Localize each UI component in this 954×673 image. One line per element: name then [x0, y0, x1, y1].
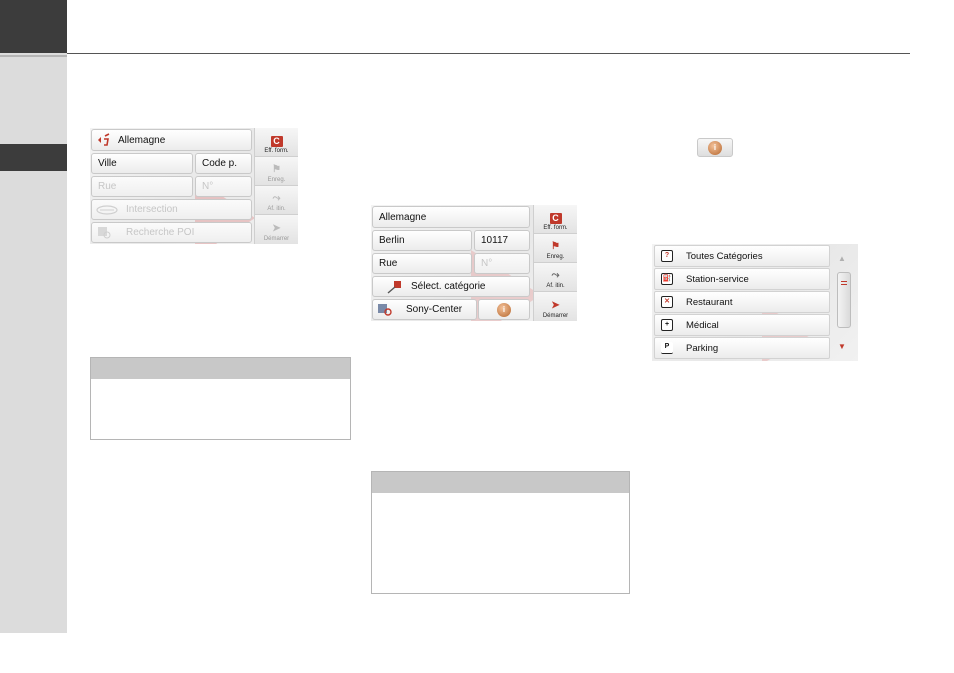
- note-box-1-header: [91, 358, 350, 379]
- street-field[interactable]: Rue: [372, 253, 472, 274]
- category-icon: [387, 280, 403, 294]
- street-field: Rue: [91, 176, 193, 197]
- poi-search-button: Recherche POI: [91, 222, 252, 243]
- country-field[interactable]: Allemagne: [91, 129, 252, 151]
- clear-form-label: Eff. form.: [264, 148, 289, 154]
- address-entry-screenshot: Allemagne Ville Code p. Rue N° Intersect…: [90, 128, 298, 244]
- category-label: Restaurant: [686, 296, 733, 308]
- poi-category-list-screenshot: ? Toutes Catégories ⛽ Station-service ✕ …: [652, 244, 858, 361]
- show-route-label: Af. itin.: [267, 206, 286, 212]
- route-icon: ⤳: [551, 270, 560, 281]
- clear-icon: C: [270, 136, 283, 147]
- city-placeholder: Ville: [98, 158, 117, 169]
- category-row-parking[interactable]: P Parking: [654, 337, 830, 359]
- house-number-field: N°: [474, 253, 530, 274]
- header-rule: [67, 53, 910, 54]
- scroll-up-icon[interactable]: ▲: [838, 254, 846, 263]
- category-row-all[interactable]: ? Toutes Catégories: [654, 245, 830, 267]
- category-label: Parking: [686, 342, 719, 354]
- poi-name-value: Sony-Center: [406, 304, 463, 315]
- postcode-placeholder: Code p.: [202, 158, 238, 169]
- start-button: ➤ Démarrer: [255, 215, 298, 244]
- intersection-button: Intersection: [91, 199, 252, 220]
- house-number-placeholder: N°: [481, 258, 493, 269]
- select-category-label: Sélect. catégorie: [411, 281, 486, 292]
- navigate-arrow-icon: ➤: [551, 300, 560, 311]
- list-scrollbar[interactable]: ▲ ▼: [830, 246, 856, 353]
- street-placeholder: Rue: [98, 181, 117, 192]
- clear-form-button[interactable]: C Eff. form.: [255, 128, 298, 157]
- country-value: Allemagne: [118, 134, 166, 146]
- save-label: Enreg.: [267, 177, 286, 183]
- restaurant-icon: ✕: [661, 296, 673, 308]
- intersection-icon: [96, 203, 118, 217]
- medical-icon: +: [661, 319, 673, 331]
- clear-form-label: Eff. form.: [543, 225, 568, 231]
- chapter-tab-marker[interactable]: [0, 144, 67, 171]
- category-label: Toutes Catégories: [686, 250, 763, 262]
- note-box-2-header: [372, 472, 629, 493]
- action-sidebar: C Eff. form. ⚑ Enreg. ⤳ Af. itin. ➤ Déma…: [254, 128, 298, 244]
- house-number-field: N°: [195, 176, 252, 197]
- intersection-label: Intersection: [126, 204, 178, 215]
- save-flag-icon: ⚑: [272, 164, 281, 175]
- poi-info-button[interactable]: i: [478, 299, 530, 320]
- city-field[interactable]: Berlin: [372, 230, 472, 251]
- scroll-down-icon[interactable]: ▼: [838, 342, 846, 351]
- info-icon: i: [497, 302, 511, 317]
- country-field[interactable]: Allemagne: [372, 206, 530, 228]
- category-row-medical[interactable]: + Médical: [654, 314, 830, 336]
- route-icon: ⤳: [272, 193, 281, 204]
- postcode-field[interactable]: Code p.: [195, 153, 252, 174]
- note-box-2: [371, 471, 630, 594]
- chapter-header-block: [0, 0, 67, 53]
- action-sidebar: C Eff. form. ⚑ Enreg. ⤳ Af. itin. ➤ Déma…: [533, 205, 577, 321]
- house-number-placeholder: N°: [202, 181, 214, 192]
- poi-address-screenshot: Allemagne Berlin 10117 Rue N° Sélect. ca…: [371, 205, 577, 321]
- category-row-fuel[interactable]: ⛽ Station-service: [654, 268, 830, 290]
- city-field[interactable]: Ville: [91, 153, 193, 174]
- navigate-arrow-icon: ➤: [272, 223, 281, 234]
- save-flag-icon: ⚑: [551, 241, 560, 252]
- poi-search-icon: [96, 226, 112, 240]
- show-route-button: ⤳ Af. itin.: [255, 186, 298, 215]
- note-box-1: [90, 357, 351, 440]
- start-label: Démarrer: [542, 313, 569, 319]
- save-button: ⚑ Enreg.: [255, 157, 298, 186]
- category-label: Médical: [686, 319, 719, 331]
- category-label: Station-service: [686, 273, 749, 285]
- postcode-value: 10117: [481, 235, 509, 246]
- poi-name-field[interactable]: Sony-Center: [372, 299, 477, 320]
- poi-search-icon: [377, 303, 393, 317]
- fuel-station-icon: ⛽: [661, 273, 673, 285]
- country-value: Allemagne: [379, 211, 427, 223]
- start-button[interactable]: ➤ Démarrer: [534, 292, 577, 321]
- postcode-field[interactable]: 10117: [474, 230, 530, 251]
- sidebar-divider: [0, 55, 67, 57]
- save-button[interactable]: ⚑ Enreg.: [534, 234, 577, 263]
- all-categories-icon: ?: [661, 250, 673, 262]
- voice-input-icon[interactable]: [96, 133, 112, 147]
- info-icon: i: [708, 140, 722, 155]
- category-row-restaurant[interactable]: ✕ Restaurant: [654, 291, 830, 313]
- info-button-reference: i: [697, 138, 733, 157]
- poi-search-label: Recherche POI: [126, 227, 195, 238]
- chapter-sidebar: [0, 0, 67, 633]
- show-route-button[interactable]: ⤳ Af. itin.: [534, 263, 577, 292]
- select-category-button[interactable]: Sélect. catégorie: [372, 276, 530, 297]
- thumb-grip-mark: [841, 281, 847, 282]
- scroll-thumb[interactable]: [837, 272, 851, 328]
- save-label: Enreg.: [546, 254, 565, 260]
- city-value: Berlin: [379, 235, 405, 246]
- clear-icon: C: [549, 213, 562, 224]
- show-route-label: Af. itin.: [546, 283, 565, 289]
- start-label: Démarrer: [263, 236, 290, 242]
- street-placeholder: Rue: [379, 258, 398, 269]
- parking-icon: P: [661, 342, 673, 354]
- clear-form-button[interactable]: C Eff. form.: [534, 205, 577, 234]
- thumb-grip-mark: [841, 284, 847, 285]
